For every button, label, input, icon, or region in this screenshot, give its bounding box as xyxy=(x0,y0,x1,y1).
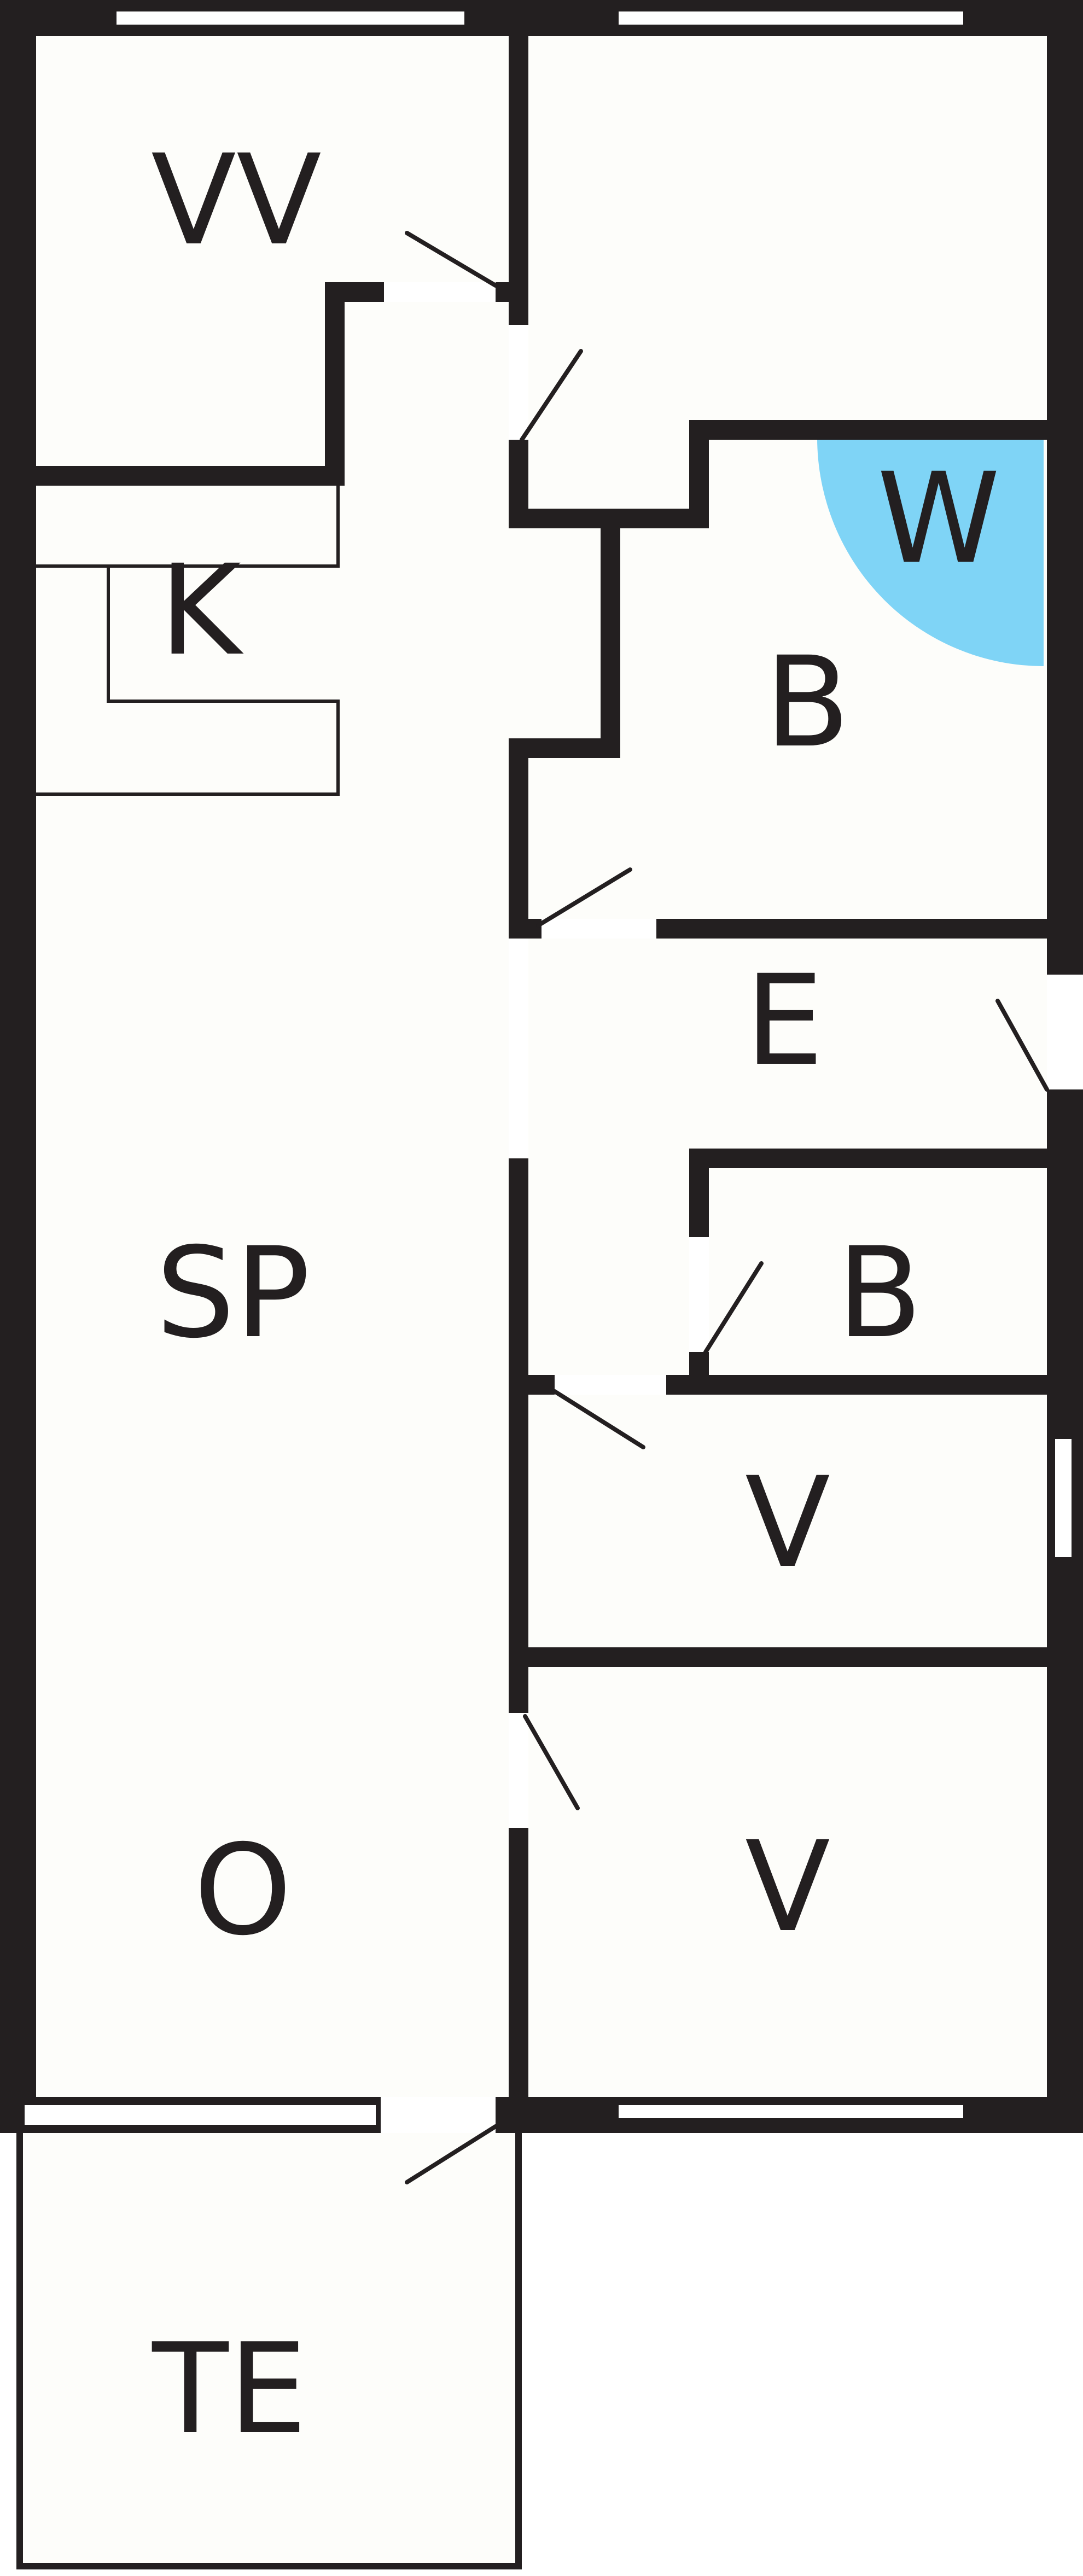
wall-b2-bottom xyxy=(666,1375,1047,1395)
wall-right-lower xyxy=(1047,1089,1083,2133)
wall-central-top xyxy=(509,33,528,325)
door-leaf-bath xyxy=(536,867,632,928)
window-top-right xyxy=(615,8,966,28)
room-label-w: W xyxy=(877,446,1000,591)
window-right xyxy=(1052,1436,1075,1560)
window-bottom-right xyxy=(615,2102,966,2122)
door-gap-bath xyxy=(542,919,656,939)
door-leaf-b2-bottom xyxy=(552,1389,645,1449)
counter-lower xyxy=(36,566,340,796)
wall-vv-kitchen xyxy=(33,466,345,486)
wall-b2-left xyxy=(689,1149,709,1237)
windows xyxy=(21,8,1075,2128)
terrace-floor xyxy=(20,2120,519,2566)
room-label-sp: SP xyxy=(156,1220,310,1366)
door-leaf-b2 xyxy=(703,1261,764,1354)
wall-b2-bottom-stub xyxy=(509,1375,555,1395)
door-leaf-entrance xyxy=(995,999,1049,1092)
door-swings xyxy=(405,231,1049,2184)
washer-zone xyxy=(817,438,1044,666)
door-gap-bedroom xyxy=(509,1713,528,1828)
door-leaf-vv xyxy=(405,231,498,288)
room-label-b2: B xyxy=(837,1220,922,1366)
room-label-v2: V xyxy=(745,1814,830,1960)
door-gap-central-upper xyxy=(509,325,528,440)
room-label-b1: B xyxy=(765,630,850,775)
wall-terrace-left xyxy=(16,2120,23,2569)
room-labels: VV K W B E SP B V O V TE xyxy=(151,127,1000,2462)
wall-right-upper xyxy=(1047,0,1083,975)
door-leaf-bedroom xyxy=(523,1714,580,1810)
window-top-left xyxy=(113,8,468,28)
door-openings xyxy=(381,282,1083,2133)
counter-upper xyxy=(36,484,340,568)
wall-corridor-stub xyxy=(509,919,542,939)
wall-vv-stub-top xyxy=(325,282,384,302)
room-label-o: O xyxy=(194,1817,292,1963)
wall-bath-top xyxy=(689,420,1047,440)
main-floor xyxy=(16,16,1083,2120)
door-leaf-central-upper xyxy=(520,349,583,442)
wall-corridor-lower xyxy=(509,738,528,919)
wall-bath-entrance xyxy=(656,919,1047,939)
wall-central-lower-b xyxy=(509,1828,528,2120)
room-label-te: TE xyxy=(152,2316,307,2462)
room-label-k: K xyxy=(159,538,244,683)
door-gap-entrance xyxy=(1047,975,1083,1089)
wall-left xyxy=(0,0,36,2133)
wall-terrace-right xyxy=(515,2120,522,2569)
door-gap-corridor xyxy=(509,939,528,1158)
room-label-vv: VV xyxy=(151,127,322,273)
floor-areas xyxy=(16,16,1083,2566)
door-gap-terrace xyxy=(381,2097,496,2133)
kitchen-counter xyxy=(36,484,340,796)
wall-vv-stub-vertical xyxy=(325,282,345,486)
door-gap-b2 xyxy=(689,1237,709,1352)
wall-b2-top xyxy=(689,1149,1047,1168)
wall-central-lower-a xyxy=(509,1158,528,1713)
room-label-e: E xyxy=(745,948,824,1093)
wall-terrace-bottom xyxy=(16,2563,522,2569)
door-gap-vv xyxy=(384,282,496,302)
window-bottom-left xyxy=(21,2102,379,2128)
wall-bath-left xyxy=(601,509,620,758)
room-label-v1: V xyxy=(745,1450,830,1595)
door-leaf-terrace xyxy=(405,2124,498,2184)
door-gap-b2-bottom xyxy=(555,1375,666,1395)
wall-bedrooms xyxy=(509,1647,1047,1667)
